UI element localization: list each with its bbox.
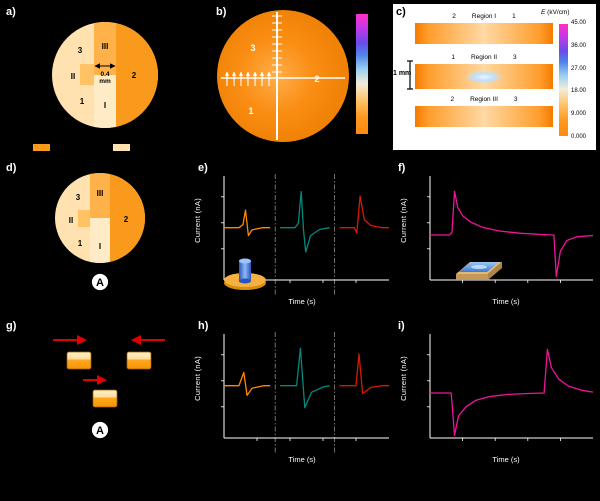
region-3-label: 3 bbox=[76, 193, 81, 202]
scale-unit: mm bbox=[99, 78, 111, 85]
slab-side-face bbox=[488, 262, 502, 280]
plot-h-ylabel: Current (nA) bbox=[193, 356, 202, 401]
panel-label-i: i) bbox=[398, 320, 405, 332]
strip-name: Region I bbox=[471, 13, 497, 20]
trace-press-release bbox=[430, 348, 594, 436]
ammeter-letter: A bbox=[96, 425, 104, 437]
panel-label-d: d) bbox=[6, 162, 17, 174]
strip-right-num: 3 bbox=[513, 54, 517, 61]
plot-e-chart bbox=[221, 174, 389, 296]
layered-slab-inset bbox=[456, 262, 502, 280]
strip-left-num: 2 bbox=[452, 13, 456, 20]
region-I-label: I bbox=[99, 242, 101, 251]
scalebar-label: 1 mm bbox=[393, 70, 412, 77]
strip-left-num: 1 bbox=[451, 54, 455, 61]
colorbar-tick: 0.000 bbox=[571, 133, 587, 140]
trace-region-III bbox=[339, 353, 389, 395]
legend-swatch-orange bbox=[33, 144, 50, 151]
trace-region-I bbox=[224, 209, 271, 237]
plot-e-xlabel: Time (s) bbox=[288, 297, 316, 306]
plot-h-xlabel: Time (s) bbox=[288, 455, 316, 464]
e-field-colorbar bbox=[559, 24, 568, 136]
field-vector-arrows bbox=[224, 71, 272, 86]
plot-f-chart bbox=[427, 176, 594, 283]
device-schematic-circle-a: 3 III 2 II 1 I 0.4 mm bbox=[52, 22, 158, 128]
field-simulation-circle-b: 3 2 1 bbox=[217, 10, 349, 142]
panel-label-f: f) bbox=[398, 162, 406, 174]
sample-block-merged bbox=[92, 389, 118, 408]
colorbar-title-symbol: E bbox=[541, 9, 546, 16]
ammeter-symbol: A bbox=[91, 421, 109, 439]
panel-label-b: b) bbox=[216, 6, 227, 18]
region-2-label: 2 bbox=[132, 71, 137, 80]
slab-front-face bbox=[456, 274, 488, 280]
ammeter-letter: A bbox=[96, 277, 104, 289]
strip-name: Region II bbox=[470, 54, 498, 61]
plot-f-xlabel: Time (s) bbox=[492, 297, 520, 306]
cylinder-on-disk-inset bbox=[224, 258, 266, 290]
strip-region-II bbox=[415, 64, 553, 89]
plot-i-chart bbox=[427, 334, 594, 441]
simulated-disk bbox=[217, 10, 349, 142]
region-2-label: 2 bbox=[314, 74, 319, 84]
strip-region-I bbox=[415, 23, 553, 44]
region-II-label: II bbox=[71, 72, 75, 81]
strip-3-labels: 2 Region III 3 bbox=[415, 96, 553, 103]
strip-2-labels: 1 Region II 3 bbox=[415, 54, 553, 61]
region-I-label: I bbox=[104, 101, 106, 110]
panel-label-h: h) bbox=[198, 320, 209, 332]
colorbar-tick: 27.00 bbox=[571, 65, 587, 72]
region-III-label: III bbox=[97, 189, 104, 198]
colorbar-tick: 36.00 bbox=[571, 42, 587, 49]
region-III-label: III bbox=[102, 42, 109, 51]
panel-label-g: g) bbox=[6, 320, 17, 332]
panel-c-inset: c) 2 Region I 1 1 Region II 3 2 Region I… bbox=[393, 4, 596, 150]
region-1-label: 1 bbox=[248, 106, 253, 116]
panel-label-a: a) bbox=[6, 6, 16, 18]
plot-e-ylabel: Current (nA) bbox=[193, 198, 202, 243]
cylinder-body bbox=[239, 261, 251, 281]
strip-name: Region III bbox=[470, 96, 498, 103]
ruler-ticks bbox=[272, 15, 282, 73]
region-1-label: 1 bbox=[80, 97, 85, 106]
scale-value: 0.4 bbox=[100, 71, 109, 78]
region-3-label: 3 bbox=[78, 46, 83, 55]
plot-f-ylabel: Current (nA) bbox=[399, 198, 408, 243]
colorbar-title-unit: (kV/cm) bbox=[545, 9, 570, 16]
colorbar-title: E (kV/cm) bbox=[541, 9, 570, 16]
region-3-label: 3 bbox=[250, 43, 255, 53]
strip-right-num: 3 bbox=[513, 96, 518, 103]
strip-left-num: 2 bbox=[450, 96, 455, 103]
region-II-label: II bbox=[69, 216, 73, 225]
ammeter-symbol: A bbox=[91, 273, 109, 291]
panel-label-e: e) bbox=[198, 162, 208, 174]
region-2-label: 2 bbox=[124, 215, 129, 224]
sample-block-1 bbox=[66, 351, 92, 370]
trace-region-II bbox=[280, 347, 330, 409]
strip-1-labels: 2 Region I 1 bbox=[415, 13, 553, 20]
colorbar-tick: 45.00 bbox=[571, 20, 587, 26]
plot-h-chart bbox=[221, 332, 389, 454]
press-release-diagram bbox=[53, 335, 165, 408]
field-colorbar bbox=[356, 14, 368, 134]
strip-region-III bbox=[415, 106, 553, 127]
plot-i-xlabel: Time (s) bbox=[492, 455, 520, 464]
trace-region-I bbox=[224, 371, 271, 397]
trace-press-release bbox=[430, 190, 594, 278]
strip-right-num: 1 bbox=[512, 13, 516, 20]
scalebar-bracket bbox=[407, 60, 413, 90]
colorbar-ticks: 45.00 36.00 27.00 18.00 9.000 0.000 bbox=[571, 20, 586, 140]
sample-block-2 bbox=[126, 351, 152, 370]
colorbar-tick: 18.00 bbox=[571, 88, 587, 95]
cylinder-top bbox=[239, 258, 251, 264]
legend-swatch-pale bbox=[113, 144, 130, 151]
plot-i-ylabel: Current (nA) bbox=[399, 356, 408, 401]
panel-label-c: c) bbox=[396, 6, 406, 18]
trace-region-II bbox=[280, 190, 330, 253]
trace-region-III bbox=[339, 195, 389, 234]
device-schematic-circle-d: 3 III 2 II 1 I bbox=[55, 173, 145, 263]
circle-d-regions bbox=[55, 173, 145, 263]
colorbar-tick: 9.000 bbox=[571, 111, 587, 118]
region-1-label: 1 bbox=[78, 239, 83, 248]
